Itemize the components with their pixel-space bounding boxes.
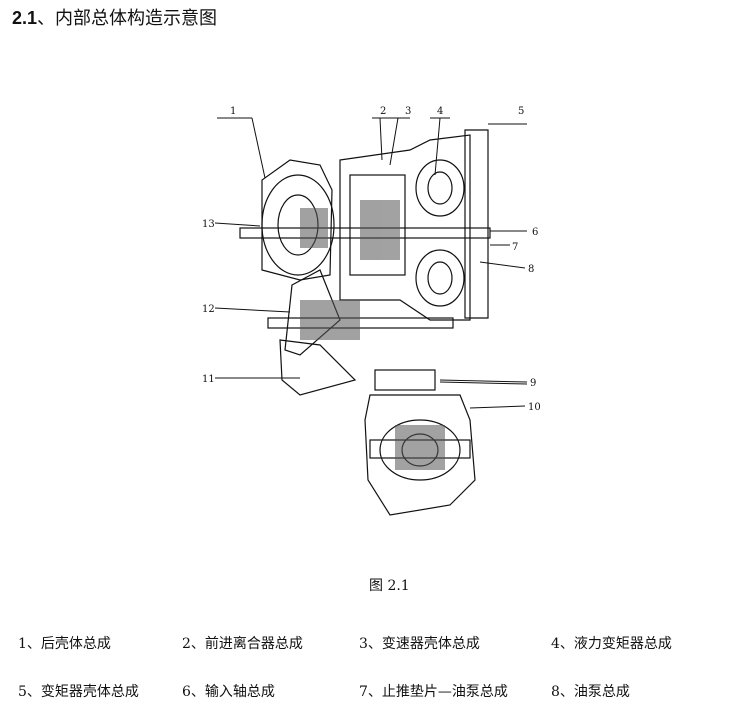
callout-13: 13 <box>202 219 215 230</box>
callout-3: 3 <box>405 106 411 117</box>
legend-item: 5、变矩器壳体总成 <box>18 684 139 700</box>
legend-item: 4、液力变矩器总成 <box>551 636 672 652</box>
callout-12: 12 <box>202 304 215 315</box>
callout-4: 4 <box>437 106 443 117</box>
legend-item: 8、油泵总成 <box>551 684 630 700</box>
legend-item: 2、前进离合器总成 <box>182 636 303 652</box>
legend-item: 6、输入轴总成 <box>182 684 275 700</box>
callout-2: 2 <box>380 106 386 117</box>
callout-7: 7 <box>512 242 518 253</box>
section-title: 、内部总体构造示意图 <box>37 8 218 29</box>
transmission-section-drawing: 1 2 3 4 5 6 7 8 9 10 11 12 13 <box>202 106 541 516</box>
callout-1: 1 <box>230 106 236 117</box>
legend-item: 1、后壳体总成 <box>18 636 111 652</box>
callout-6: 6 <box>532 227 538 238</box>
legend-item: 3、变速器壳体总成 <box>359 636 480 652</box>
legend-item: 7、止推垫片—油泵总成 <box>359 684 508 700</box>
callout-9: 9 <box>530 378 536 389</box>
callout-11: 11 <box>202 374 215 385</box>
section-heading: 2.1、内部总体构造示意图 <box>12 4 217 30</box>
figure-caption: 图 2.1 <box>369 578 410 594</box>
callout-10: 10 <box>528 402 541 413</box>
callout-8: 8 <box>528 264 534 275</box>
callout-5: 5 <box>518 106 524 117</box>
section-number: 2.1 <box>12 8 38 28</box>
